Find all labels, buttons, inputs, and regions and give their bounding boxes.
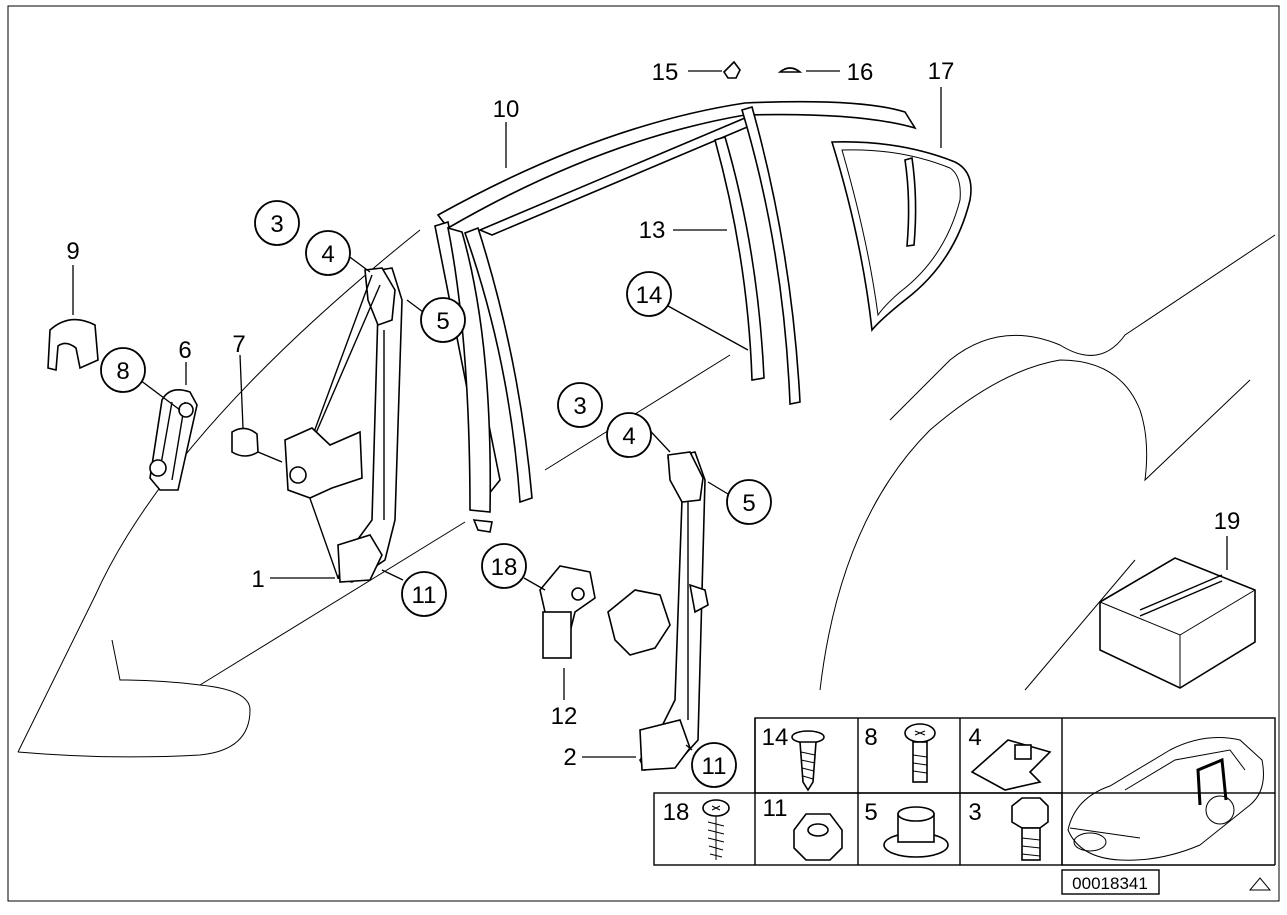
legend-label-11: 11 bbox=[763, 795, 788, 822]
svg-text:4: 4 bbox=[622, 423, 635, 450]
circled-callout-5b: 5 bbox=[726, 479, 772, 525]
bushing-icon bbox=[883, 806, 949, 858]
callout-9: 9 bbox=[66, 238, 79, 265]
diagram-number: 00018341 bbox=[1072, 874, 1148, 893]
circled-callout-4b: 4 bbox=[606, 412, 652, 458]
tapping-screw-icon bbox=[702, 799, 730, 860]
callout-13: 13 bbox=[639, 217, 666, 244]
screw-icon bbox=[791, 730, 825, 792]
svg-text:3: 3 bbox=[270, 211, 283, 238]
leader-lines bbox=[72, 70, 1228, 758]
clip-icon bbox=[970, 739, 1052, 791]
legend-label-5: 5 bbox=[864, 799, 877, 826]
callout-2: 2 bbox=[563, 744, 576, 771]
warning-triangle-icon bbox=[1248, 877, 1272, 891]
callout-6: 6 bbox=[178, 337, 191, 364]
bolt-icon bbox=[904, 723, 936, 783]
callout-17: 17 bbox=[928, 58, 955, 85]
legend-label-14: 14 bbox=[762, 724, 789, 751]
svg-text:5: 5 bbox=[436, 308, 449, 335]
door-frame-seal bbox=[434, 100, 917, 533]
car-body-outline bbox=[17, 229, 1276, 758]
callout-10: 10 bbox=[493, 96, 520, 123]
car-thumbnail bbox=[1067, 737, 1264, 861]
circled-callout-18: 18 bbox=[481, 543, 527, 589]
legend-label-18: 18 bbox=[663, 799, 690, 826]
svg-text:8: 8 bbox=[116, 358, 129, 385]
legend-label-3: 3 bbox=[968, 799, 981, 826]
legend-label-4: 4 bbox=[968, 724, 981, 751]
circled-callout-3a: 3 bbox=[254, 200, 300, 246]
circled-callout-3b: 3 bbox=[557, 382, 603, 428]
svg-text:11: 11 bbox=[412, 582, 437, 609]
callout-1: 1 bbox=[251, 566, 264, 593]
circled-callout-14: 14 bbox=[626, 271, 672, 317]
crank-parts bbox=[47, 318, 283, 491]
front-window-regulator bbox=[284, 267, 403, 583]
rear-window-regulator bbox=[607, 451, 709, 771]
svg-text:4: 4 bbox=[321, 241, 334, 268]
svg-text:14: 14 bbox=[636, 282, 663, 309]
circled-callout-11a: 11 bbox=[401, 571, 447, 617]
circled-callout-5a: 5 bbox=[420, 297, 466, 343]
svg-text:3: 3 bbox=[573, 393, 586, 420]
callout-16: 16 bbox=[847, 59, 874, 86]
parts-box-19 bbox=[1099, 557, 1256, 689]
circled-callout-11b: 11 bbox=[691, 742, 737, 788]
circled-callout-8: 8 bbox=[100, 347, 146, 393]
callout-19: 19 bbox=[1214, 508, 1241, 535]
diagram-frame bbox=[7, 5, 1280, 902]
fastener-legend: 14 8 4 18 bbox=[653, 717, 1276, 866]
svg-text:11: 11 bbox=[702, 753, 727, 780]
legend-label-8: 8 bbox=[864, 724, 877, 751]
svg-text:5: 5 bbox=[742, 490, 755, 517]
circled-callout-4a: 4 bbox=[305, 230, 351, 276]
nut-icon bbox=[793, 813, 843, 861]
callout-15: 15 bbox=[652, 59, 679, 86]
callout-7: 7 bbox=[232, 331, 245, 358]
hex-bolt-icon bbox=[1011, 797, 1049, 861]
svg-text:18: 18 bbox=[491, 554, 518, 581]
glass-guide-rails bbox=[714, 105, 801, 405]
clip-15-shape bbox=[722, 60, 741, 79]
clip-16-shape bbox=[777, 67, 803, 73]
window-motor-18 bbox=[539, 565, 596, 659]
diagram-number-box bbox=[1061, 869, 1160, 895]
quarter-window bbox=[830, 141, 972, 333]
callout-12: 12 bbox=[551, 703, 578, 730]
